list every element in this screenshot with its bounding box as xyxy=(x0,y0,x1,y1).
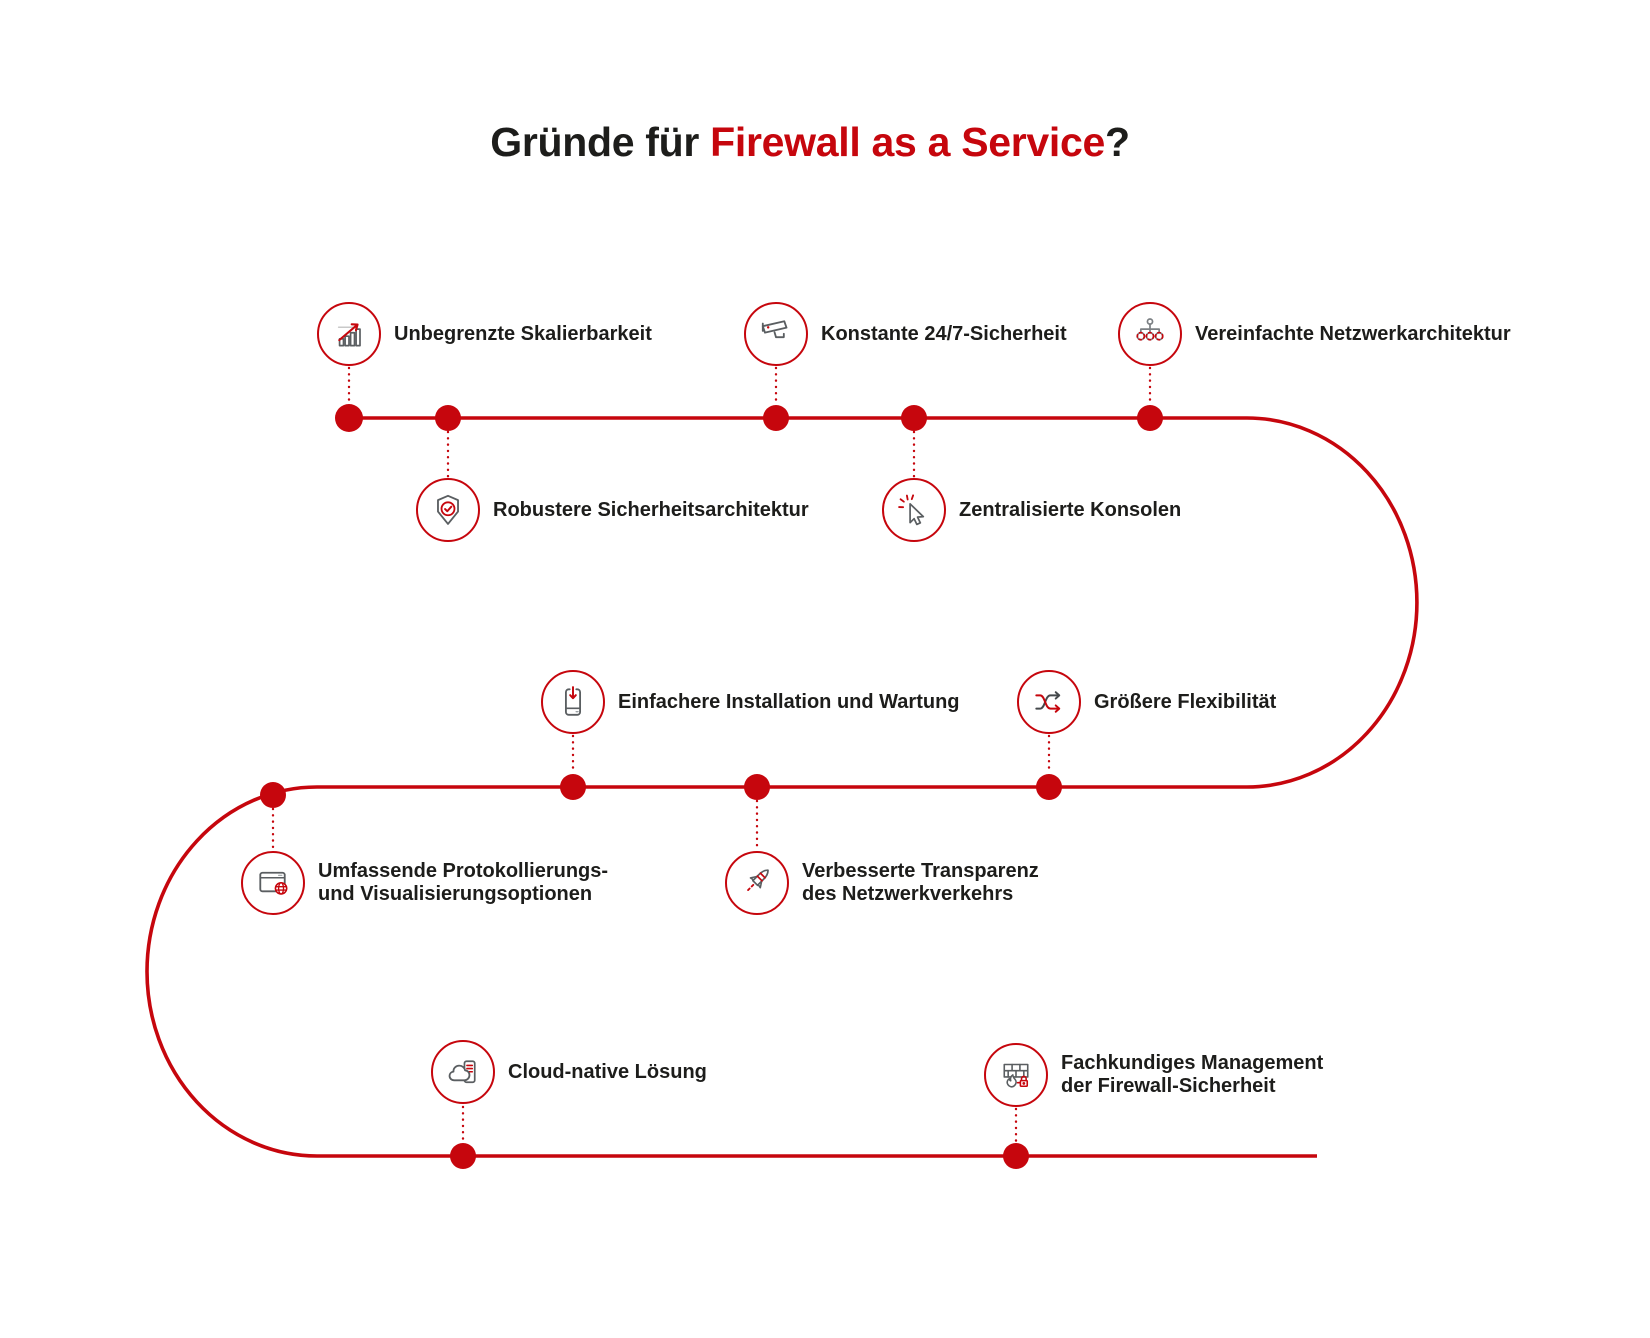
cursor-click-icon xyxy=(882,478,946,542)
cctv-camera-icon xyxy=(744,302,808,366)
item-label: Unbegrenzte Skalierbarkeit xyxy=(394,322,652,345)
timeline-item-easier-installation-maintenance: Einfachere Installation und Wartung xyxy=(541,670,960,734)
network-tree-icon xyxy=(1118,302,1182,366)
title-prefix: Gründe für xyxy=(490,119,711,165)
rocket-icon xyxy=(725,851,789,915)
timeline-dot xyxy=(450,1143,476,1169)
timeline-item-comprehensive-logging-options: Umfassende Protokollierungs-und Visualis… xyxy=(241,851,608,915)
page-title: Gründe für Firewall as a Service? xyxy=(0,119,1620,166)
timeline-dot xyxy=(744,774,770,800)
timeline-dot xyxy=(260,782,286,808)
timeline-dot xyxy=(1036,774,1062,800)
title-highlight: Firewall as a Service xyxy=(710,119,1106,165)
item-label: Größere Flexibilität xyxy=(1094,690,1277,713)
timeline-item-unlimited-scalability: Unbegrenzte Skalierbarkeit xyxy=(317,302,652,366)
browser-globe-icon xyxy=(241,851,305,915)
timeline-item-constant-247-security: Konstante 24/7-Sicherheit xyxy=(744,302,1067,366)
firewall-lock-icon xyxy=(984,1043,1048,1107)
item-label: Umfassende Protokollierungs-und Visualis… xyxy=(318,860,609,905)
timeline-dot xyxy=(1137,405,1163,431)
dotted-connectors xyxy=(271,366,1152,1144)
timeline-dot xyxy=(1003,1143,1029,1169)
item-label: Zentralisierte Konsolen xyxy=(959,498,1182,521)
timeline-item-centralized-consoles: Zentralisierte Konsolen xyxy=(882,478,1181,542)
timeline-dots xyxy=(260,404,1163,1169)
timeline-dot xyxy=(435,405,461,431)
timeline-item-greater-flexibility: Größere Flexibilität xyxy=(1017,670,1276,734)
shield-check-icon xyxy=(416,478,480,542)
cloud-device-icon xyxy=(431,1040,495,1104)
shuffle-arrows-icon xyxy=(1017,670,1081,734)
item-label: Einfachere Installation und Wartung xyxy=(618,690,960,713)
timeline-dot xyxy=(901,405,927,431)
item-label: Robustere Sicherheitsarchitektur xyxy=(493,498,809,521)
growth-chart-icon xyxy=(317,302,381,366)
timeline-path xyxy=(145,416,1419,1158)
timeline-item-simplified-network-architecture: Vereinfachte Netzwerkarchitektur xyxy=(1118,302,1511,366)
install-arrow-icon xyxy=(541,670,605,734)
timeline-dot xyxy=(763,405,789,431)
item-label: Cloud-native Lösung xyxy=(508,1060,707,1083)
item-label: Konstante 24/7-Sicherheit xyxy=(821,322,1067,345)
item-label: Vereinfachte Netzwerkarchitektur xyxy=(1195,322,1511,345)
title-suffix: ? xyxy=(1105,119,1130,165)
timeline-item-robust-security-architecture: Robustere Sicherheitsarchitektur xyxy=(416,478,809,542)
timeline-dot xyxy=(335,404,363,432)
timeline-item-cloud-native-solution: Cloud-native Lösung xyxy=(431,1040,707,1104)
timeline-dot xyxy=(560,774,586,800)
